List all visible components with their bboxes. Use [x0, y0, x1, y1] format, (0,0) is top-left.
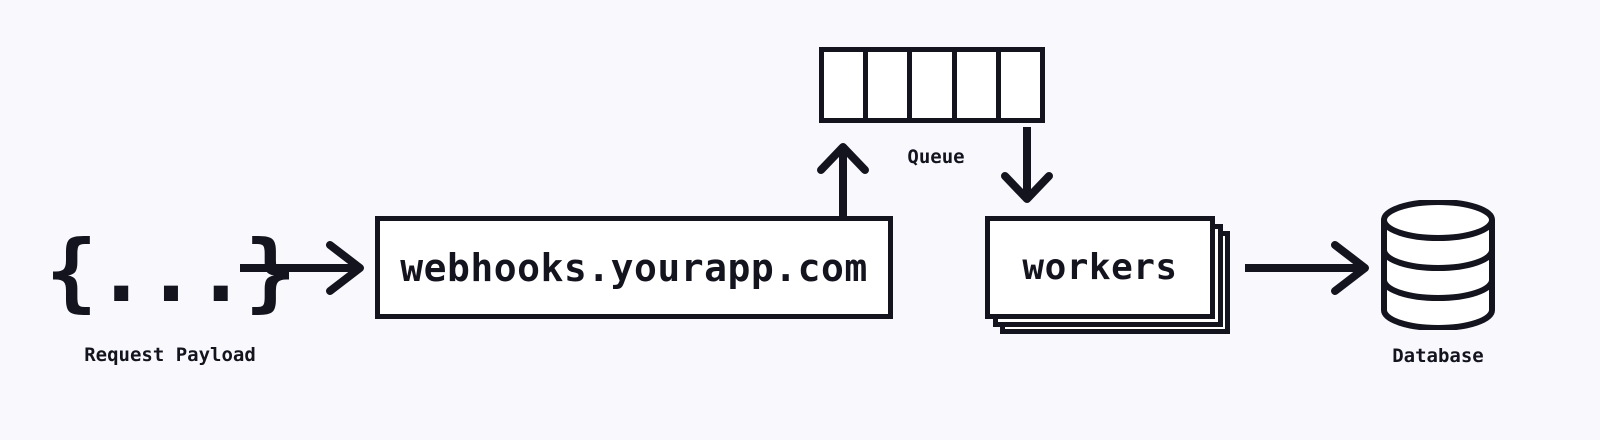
queue-cell: [912, 52, 957, 118]
workers-card-front: workers: [985, 216, 1215, 319]
arrow-queue-to-workers: [1001, 127, 1053, 203]
endpoint-label: webhooks.yourapp.com: [400, 245, 868, 290]
arrow-endpoint-to-queue: [817, 143, 869, 216]
queue-label: Queue: [907, 146, 965, 168]
queue-node: [819, 47, 1045, 123]
workers-node: workers: [985, 216, 1235, 336]
request-payload-label: Request Payload: [84, 344, 256, 366]
queue-cell: [1000, 52, 1041, 118]
workers-label: workers: [1022, 247, 1178, 288]
database-cylinder-icon: [1381, 199, 1495, 331]
queue-cell: [824, 52, 869, 118]
arrow-workers-to-database: [1245, 241, 1369, 295]
json-braces-icon: {...}: [45, 222, 297, 322]
queue-cell: [868, 52, 913, 118]
queue-cell: [956, 52, 1001, 118]
queue-box: [819, 47, 1045, 123]
database-node: [1378, 199, 1498, 331]
database-label: Database: [1392, 345, 1484, 367]
endpoint-box: webhooks.yourapp.com: [375, 216, 893, 319]
request-payload-node: {...}: [45, 222, 297, 322]
